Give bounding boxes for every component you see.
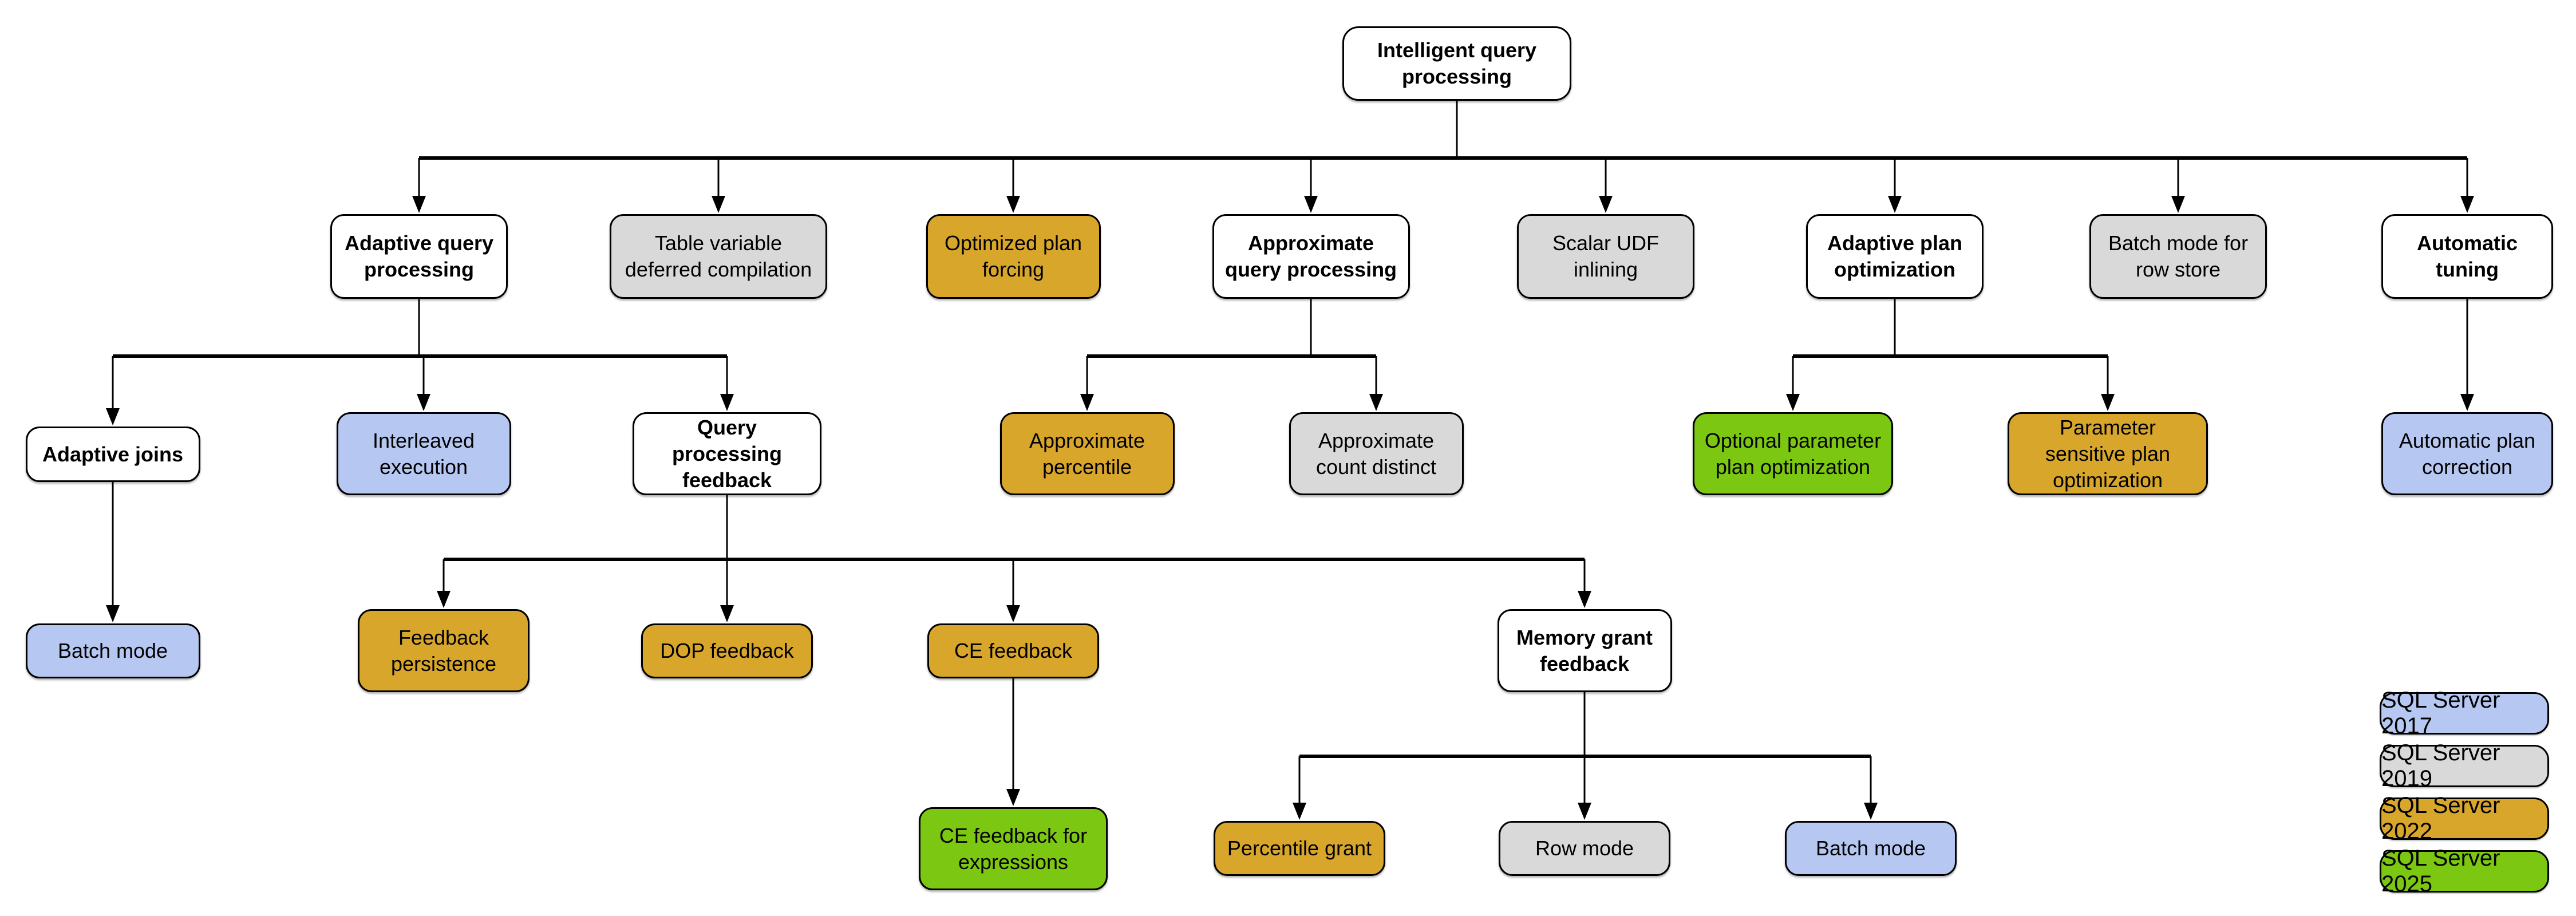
node-scalar-udf-inlining: Scalar UDF inlining — [1517, 214, 1694, 299]
arrowhead-icon — [2460, 196, 2474, 213]
node-automatic-plan-correction: Automatic plan correction — [2381, 412, 2553, 495]
node-percentile-grant: Percentile grant — [1214, 821, 1385, 876]
node-dop-feedback: DOP feedback — [641, 623, 813, 678]
node-adaptive-query-processing: Adaptive query processing — [330, 214, 508, 299]
arrowhead-icon — [437, 591, 451, 608]
arrowhead-icon — [1599, 196, 1613, 213]
node-approximate-count-distinct: Approximate count distinct — [1289, 412, 1464, 495]
node-batch-mode-for-row-store: Batch mode for row store — [2089, 214, 2267, 299]
arrowhead-icon — [1006, 789, 1020, 806]
node-batch-mode-memory-grant: Batch mode — [1785, 821, 1957, 876]
arrowhead-icon — [1006, 196, 1020, 213]
node-ce-feedback-for-expressions: CE feedback for expressions — [919, 807, 1108, 890]
node-memory-grant-feedback: Memory grant feedback — [1497, 609, 1672, 692]
arrowhead-icon — [1304, 196, 1318, 213]
arrowhead-icon — [1786, 394, 1800, 411]
arrowhead-icon — [106, 605, 120, 622]
arrowhead-icon — [1578, 591, 1591, 608]
arrowhead-icon — [412, 196, 426, 213]
legend-item-sql-server-2022: SQL Server 2022 — [2380, 793, 2549, 844]
arrowhead-icon — [417, 394, 430, 411]
node-approximate-query-processing: Approximate query processing — [1212, 214, 1410, 299]
legend-item-sql-server-2019: SQL Server 2019 — [2380, 740, 2549, 791]
node-parameter-sensitive-plan-optimization: Parameter sensitive plan optimization — [2008, 412, 2208, 495]
node-batch-mode-adaptive-joins: Batch mode — [25, 623, 200, 678]
node-optional-parameter-plan-optimization: Optional parameter plan optimization — [1693, 412, 1893, 495]
legend-item-sql-server-2017: SQL Server 2017 — [2380, 688, 2549, 739]
arrowhead-icon — [1888, 196, 1902, 213]
arrowhead-icon — [1864, 803, 1878, 820]
node-adaptive-joins: Adaptive joins — [25, 427, 200, 482]
arrowhead-icon — [2101, 394, 2115, 411]
arrowhead-icon — [106, 408, 120, 425]
arrowhead-icon — [2460, 394, 2474, 411]
node-interleaved-execution: Interleaved execution — [336, 412, 511, 495]
arrowhead-icon — [1006, 605, 1020, 622]
arrowhead-icon — [2171, 196, 2185, 213]
node-table-variable-deferred-compilation: Table variable deferred compilation — [610, 214, 827, 299]
arrowhead-icon — [1369, 394, 1383, 411]
node-approximate-percentile: Approximate percentile — [999, 412, 1175, 495]
arrowhead-icon — [1293, 803, 1306, 820]
node-intelligent-query-processing: Intelligent query processing — [1342, 26, 1571, 101]
node-optimized-plan-forcing: Optimized plan forcing — [926, 214, 1101, 299]
node-automatic-tuning: Automatic tuning — [2381, 214, 2553, 299]
arrowhead-icon — [1080, 394, 1094, 411]
arrowhead-icon — [720, 605, 734, 622]
node-feedback-persistence: Feedback persistence — [358, 609, 530, 692]
node-adaptive-plan-optimization: Adaptive plan optimization — [1806, 214, 1984, 299]
arrowhead-icon — [1578, 803, 1591, 820]
legend-item-sql-server-2025: SQL Server 2025 — [2380, 846, 2549, 897]
node-query-processing-feedback: Query processing feedback — [633, 412, 821, 495]
node-ce-feedback: CE feedback — [927, 623, 1099, 678]
arrowhead-icon — [712, 196, 725, 213]
node-row-mode: Row mode — [1499, 821, 1670, 876]
arrowhead-icon — [720, 394, 734, 411]
